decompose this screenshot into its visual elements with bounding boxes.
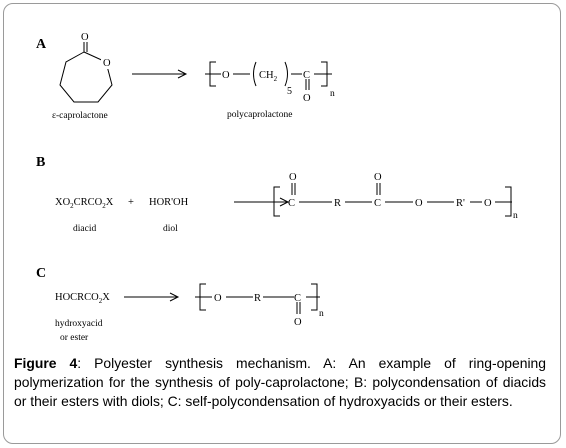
diacid-formula: XO2CRCO2X — [55, 197, 114, 210]
polymer-subscript-n-c: n — [319, 309, 324, 319]
caprolactone-label: ε-caprolactone — [52, 111, 108, 121]
c-ester-oxygen: O — [214, 293, 222, 304]
polyester-b-structure — [270, 183, 512, 217]
c-carbonyl-oxygen: O — [294, 317, 302, 328]
ch2-text: CH — [259, 70, 274, 81]
caption-label: Figure 4 — [14, 355, 78, 371]
plus-sign: + — [128, 197, 134, 208]
caprolactone-structure — [59, 42, 113, 103]
panel-b: B XO2CRCO2X + HOR'OH diacid diol — [36, 155, 518, 234]
ring-carbonyl-oxygen: O — [81, 32, 89, 43]
panel-a: A O O ε-caprolactone — [36, 32, 335, 121]
diacid-part3: X — [106, 197, 114, 208]
diol-formula: HOR'OH — [149, 197, 189, 208]
b-r-prime-group: R' — [456, 198, 465, 209]
diacid-sub1: 2 — [70, 202, 74, 210]
hydroxyacid-part2: X — [102, 292, 110, 303]
ch2-group: CH2 — [259, 70, 278, 83]
polycaprolactone-label: polycaprolactone — [227, 110, 292, 120]
b-r-group: R — [334, 198, 341, 209]
reaction-scheme: A O O ε-caprolactone — [36, 32, 518, 343]
figure-caption: Figure 4: Polyester synthesis mechanism.… — [14, 354, 546, 411]
hydroxyacid-part1: HOCRCO — [55, 292, 99, 303]
b-ester-oxygen-2: O — [484, 198, 492, 209]
ch2-subscript: 2 — [274, 75, 278, 83]
polymer-carbonyl-oxygen: O — [303, 93, 311, 104]
b-carbonyl-oxygen-1: O — [289, 172, 297, 183]
caption-text: : Polyester synthesis mechanism. A: An e… — [14, 355, 547, 409]
hydroxyacid-label-line1: hydroxyacid — [55, 319, 103, 329]
panel-b-letter: B — [36, 155, 45, 170]
hydroxyacid-formula: HOCRCO2X — [55, 292, 110, 305]
polymer-subscript-n-a: n — [330, 89, 335, 99]
ring-oxygen: O — [103, 58, 111, 69]
diacid-part1: XO — [55, 197, 71, 208]
b-carbonyl-carbon-1: C — [288, 198, 295, 209]
reaction-arrow-a — [132, 69, 188, 79]
panel-c-letter: C — [36, 266, 46, 281]
polymer-ester-oxygen: O — [222, 70, 230, 81]
panel-a-letter: A — [36, 37, 47, 52]
diacid-part2: CRCO — [74, 197, 103, 208]
b-ester-oxygen-1: O — [415, 198, 423, 209]
c-carbonyl-carbon: C — [294, 293, 301, 304]
panel-c: C HOCRCO2X hydroxyacid or ester O R C — [36, 266, 324, 343]
polymer-carbonyl-carbon: C — [303, 70, 310, 81]
hydroxyacid-label-line2: or ester — [60, 333, 89, 343]
figure-frame — [3, 3, 561, 444]
polymer-subscript-n-b: n — [513, 211, 518, 221]
polycaprolactone-structure — [205, 61, 332, 90]
b-carbonyl-carbon-2: C — [374, 198, 381, 209]
b-carbonyl-oxygen-2: O — [374, 172, 382, 183]
reaction-arrow-c — [124, 292, 180, 302]
diacid-label: diacid — [73, 224, 96, 234]
diol-label: diol — [163, 224, 178, 234]
polyester-c-structure — [195, 283, 320, 314]
repeat-count: 5 — [287, 86, 292, 97]
diacid-sub2: 2 — [102, 202, 106, 210]
hydroxyacid-sub: 2 — [99, 297, 103, 305]
c-r-group: R — [254, 293, 261, 304]
